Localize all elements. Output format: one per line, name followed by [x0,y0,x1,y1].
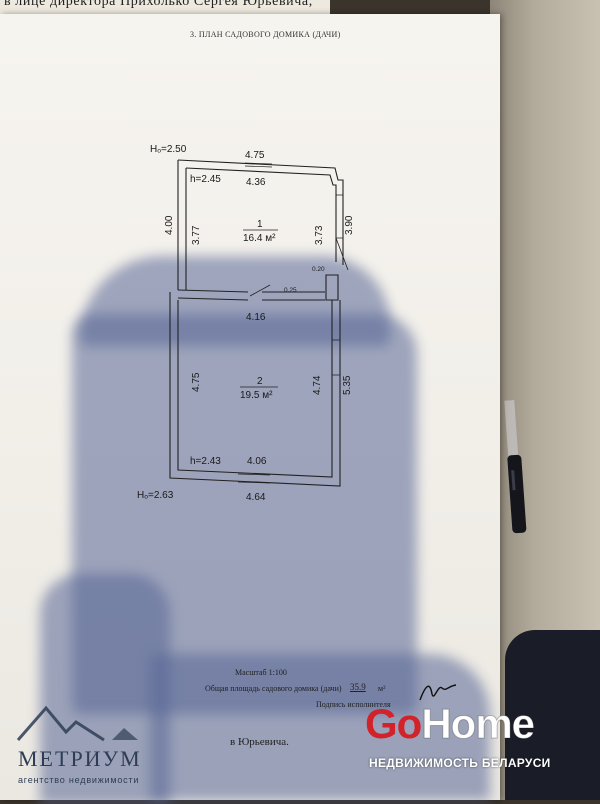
room2-inner-left-dim: 4.75 [191,372,202,392]
room1-height-label: h=2.45 [190,174,221,185]
metrium-logo [16,705,138,742]
room1-outer-left-dim: 4.00 [164,215,175,235]
door-swing [335,237,349,271]
room1-number: 1 [257,219,263,230]
metrium-name: МЕТРИУМ [18,746,142,771]
room2-inner-bottom-dim: 4.06 [247,456,267,467]
room2-area: 19.5 м² [240,390,273,401]
gohome-logo: GoHome [365,700,536,748]
wall-thickness-025: 0.25 [284,287,297,294]
signature [419,684,457,701]
room2-outer-bottom-dim: 4.64 [246,492,266,503]
partition-inner [177,297,325,301]
room1-outer-right-dim: 3.90 [344,215,355,235]
wall-notch [325,274,339,301]
document-title: 3. ПЛАН САДОВОГО ДОМИКА (ДАЧИ) [190,30,341,39]
shadow-lower [150,654,490,800]
room2-inner-wall [177,300,333,478]
scale-label: Масштаб 1:100 [235,668,287,677]
room2-inner-right-dim: 4.74 [312,375,323,395]
room1-inner-left-dim: 3.77 [191,225,202,245]
wall-thickness-020: 0.20 [312,266,325,273]
top-elevation-label: Hₒ=2.50 [150,144,187,155]
underlying-document-text: в лице директора Прихолько Сергея Юрьеви… [4,0,313,9]
window-right [336,194,343,239]
room1-inner-right-dim: 3.73 [314,225,325,245]
shadow-arm [40,574,170,804]
gohome-go: Go [365,700,422,747]
partition-door [249,284,271,297]
metrium-subtitle: агентство недвижимости [18,775,140,785]
room1-outer-wall [177,159,344,265]
gohome-home: Home [421,700,536,748]
bottom-elevation-label: Hₒ=2.63 [137,490,174,501]
pen [504,399,527,534]
room2-inner-top-dim: 4.16 [246,312,266,323]
window-room2-right [332,339,340,376]
room2-outer-wall [169,292,341,487]
area-unit: м² [378,684,386,693]
area-label: Общая площадь садового домика (дачи) [205,684,342,693]
window-bottom [237,473,271,484]
background-cloth [505,630,600,800]
room1-outer-top-dim: 4.75 [245,150,265,161]
window-top [244,162,273,168]
gohome-subtitle: НЕДВИЖИМОСТЬ БЕЛАРУСИ [369,756,551,770]
room2-height-label: h=2.43 [190,456,221,467]
room1-inner-top-dim: 4.36 [246,177,266,188]
partition-outer [177,289,325,293]
room1-inner-wall [185,167,337,262]
room2-outer-right-dim: 5.35 [342,375,353,395]
signature-label: Подпись исполнителя [316,700,391,709]
floor-plan-sheet [0,14,500,804]
room2-number: 2 [257,376,263,387]
area-value: 35.9 [350,682,366,692]
room1-area: 16.4 м² [243,233,276,244]
cut-text: в Юрьевича. [230,736,289,748]
